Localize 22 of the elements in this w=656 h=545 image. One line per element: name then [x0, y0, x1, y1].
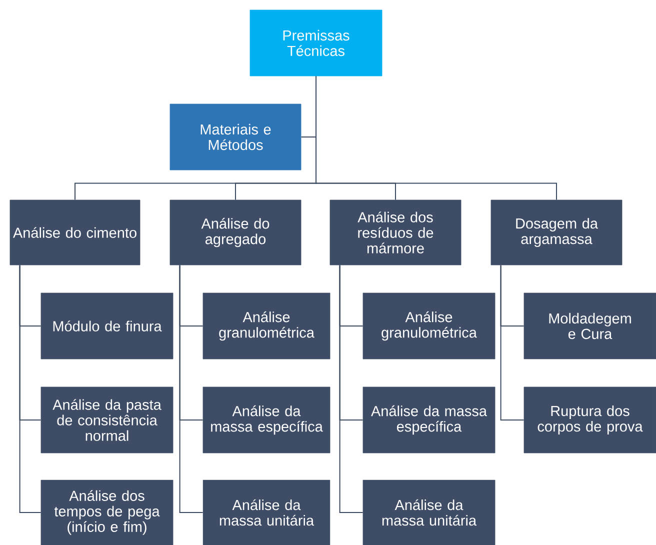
category-box: Análise do cimento: [10, 200, 140, 266]
task-box: Análise da massa específica: [362, 386, 496, 454]
task-box: Moldadegem e Cura: [524, 292, 656, 360]
task-box: Análise granulométrica: [202, 292, 330, 360]
task-box: Ruptura dos corpos de prova: [524, 386, 656, 454]
task-box: Análise da massa unitária: [202, 480, 330, 545]
connector-line: [500, 264, 524, 420]
task-box: Módulo de finura: [40, 292, 174, 360]
connector-line: [19, 264, 42, 513]
category-box: Análise dos resíduos de mármore: [330, 200, 462, 266]
top-box: Premissas Técnicas: [250, 10, 382, 76]
task-box: Análise da massa unitária: [362, 480, 496, 545]
section-box: Materiais e Métodos: [170, 104, 302, 170]
category-box: Dosagem da argamassa: [490, 200, 622, 266]
task-box: Análise da massa específica: [202, 386, 330, 454]
task-box: Análise dos tempos de pega (início e fim): [40, 480, 174, 545]
connector-line: [339, 264, 364, 513]
connector-line: [316, 76, 557, 200]
task-box: Análise da pasta de consistência normal: [40, 386, 174, 454]
connector-line: [179, 264, 204, 513]
task-box: Análise granulométrica: [362, 292, 496, 360]
category-box: Análise do agregado: [170, 200, 302, 266]
